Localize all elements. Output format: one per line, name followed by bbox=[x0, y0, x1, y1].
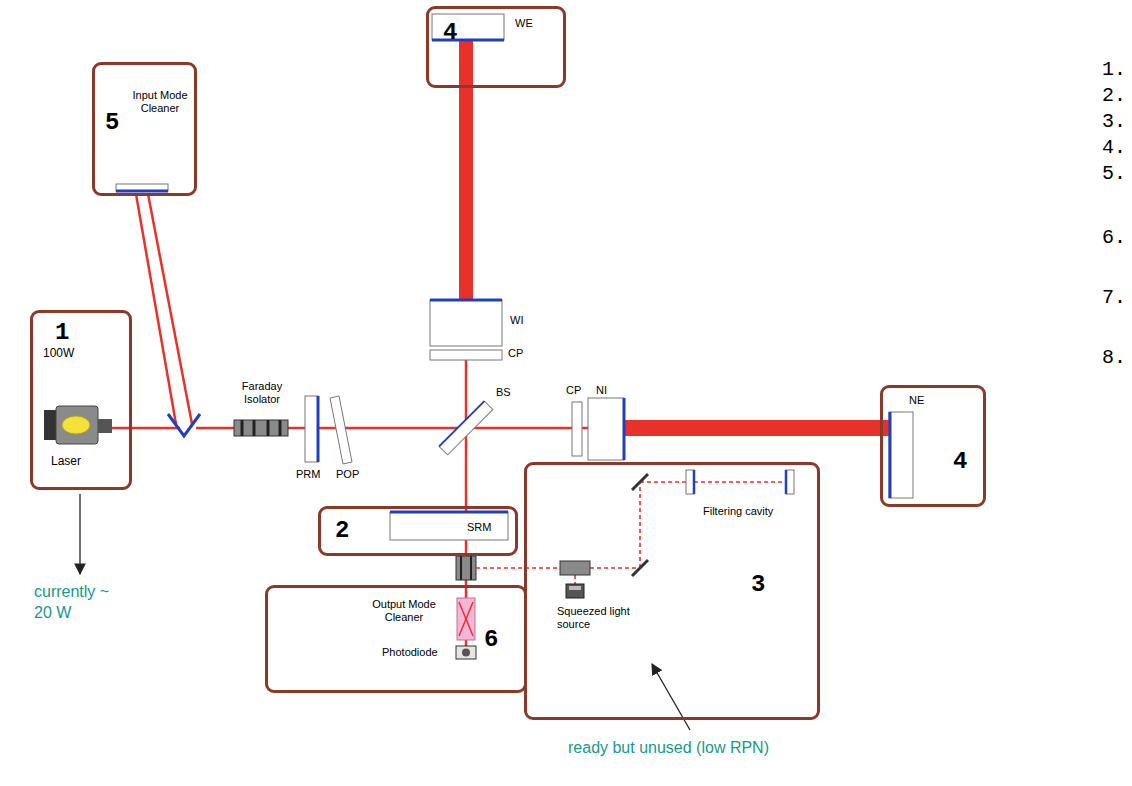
list-number: 1. bbox=[1102, 60, 1126, 80]
north-end-mirror bbox=[889, 412, 913, 498]
west-end-mirror bbox=[432, 14, 504, 40]
mirror-name: PRM bbox=[296, 468, 320, 481]
callout-number: 3 bbox=[751, 573, 765, 597]
part-name: Faraday Isolator bbox=[226, 380, 298, 405]
mirror-name: WI bbox=[510, 314, 523, 327]
callout-number: 6 bbox=[484, 628, 498, 652]
mirror-name: SRM bbox=[467, 521, 491, 534]
list-number: 2. bbox=[1102, 86, 1126, 106]
squeezing-box: Filtering cavity 3Squeezed light source bbox=[524, 462, 820, 720]
end-mirror-box: 4 WE bbox=[426, 6, 566, 88]
leader-line bbox=[652, 664, 690, 730]
imc-beam-out bbox=[148, 194, 192, 424]
photodiode bbox=[456, 646, 476, 659]
compensation-plate bbox=[572, 402, 582, 456]
callout-number: 5 bbox=[105, 111, 119, 135]
west-arm-beam bbox=[459, 40, 473, 300]
north-arm-beam bbox=[624, 420, 890, 436]
list-number: 8. bbox=[1102, 348, 1126, 368]
part-name: Input Mode Cleaner bbox=[131, 89, 189, 114]
imc-mirror bbox=[116, 184, 168, 191]
list-number: 7. bbox=[1102, 288, 1126, 308]
fold-mirror bbox=[632, 474, 648, 490]
signal-recycling-mirror bbox=[390, 512, 508, 540]
annotation: currently ~ 20 W bbox=[34, 582, 126, 624]
output-isolator bbox=[456, 556, 476, 580]
part-name: Output Mode Cleaner bbox=[364, 598, 444, 623]
squeezed-beam bbox=[476, 482, 786, 584]
detection-box: Output Mode Cleaner 6Photodiode bbox=[265, 585, 527, 693]
mirror-name: WE bbox=[515, 17, 533, 30]
output-mode-cleaner bbox=[457, 598, 475, 640]
part-name: Laser bbox=[51, 455, 81, 469]
part-name: Squeezed light source bbox=[557, 605, 631, 630]
mirror-name: NI bbox=[596, 384, 607, 397]
faraday-isolator bbox=[234, 420, 288, 436]
laser-beam bbox=[112, 427, 180, 430]
annotation: ready but unused (low RPN) bbox=[568, 738, 769, 759]
part-name: POP bbox=[336, 468, 359, 481]
fold-mirror bbox=[632, 560, 648, 576]
callout-number: 4 bbox=[443, 21, 457, 45]
filter-cavity-mirror bbox=[686, 470, 694, 494]
list-number: 3. bbox=[1102, 112, 1126, 132]
callout-number: 4 bbox=[953, 450, 967, 474]
callout-number: 1 bbox=[55, 321, 69, 345]
laser-source bbox=[44, 406, 112, 444]
squeezer-isolator bbox=[560, 561, 590, 575]
list-number: 4. bbox=[1102, 138, 1126, 158]
input-mode-cleaner-box: 5 Input Mode Cleaner bbox=[92, 62, 197, 196]
pick-off-plate bbox=[330, 396, 352, 464]
callout-number: 2 bbox=[335, 519, 349, 543]
power-recycling-mirror bbox=[305, 396, 318, 462]
beam-splitter bbox=[439, 401, 493, 455]
part-name: CP bbox=[508, 347, 523, 360]
list-number: 6. bbox=[1102, 228, 1126, 248]
leader-line bbox=[79, 494, 80, 574]
west-input-mirror bbox=[430, 300, 502, 346]
mirror-name: NE bbox=[909, 394, 924, 407]
end-mirror-box: NE 4 bbox=[880, 385, 986, 507]
filter-cavity-mirror bbox=[786, 470, 794, 494]
part-name: CP bbox=[566, 384, 581, 397]
squeezer bbox=[566, 584, 584, 598]
part-name: Filtering cavity bbox=[703, 505, 773, 518]
steering-mirror bbox=[168, 414, 200, 436]
list-number: 5. bbox=[1102, 164, 1126, 184]
power-value: 100W bbox=[43, 347, 74, 361]
part-name: BS bbox=[496, 386, 511, 399]
laser-box: 1 100W Laser bbox=[30, 310, 132, 490]
compensation-plate bbox=[430, 350, 502, 360]
part-name: Photodiode bbox=[382, 646, 438, 659]
srm-box: 2 SRM bbox=[318, 506, 518, 556]
north-input-mirror bbox=[588, 398, 624, 460]
